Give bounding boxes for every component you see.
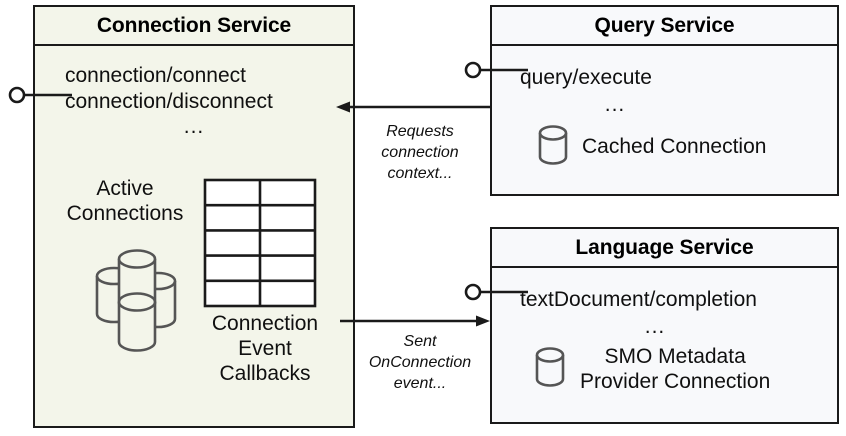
edge-label-requests-connection-context: Requests connection context... [360, 122, 480, 184]
query-service-operation-execute[interactable]: query/execute [520, 66, 652, 89]
query-service-operations-ellipsis: ... [604, 93, 626, 116]
active-connections-label: Active Connections [45, 176, 205, 226]
component-query-service[interactable]: Query Service query/execute ... Cached C… [490, 5, 839, 196]
component-connection-service[interactable]: Connection Service connection/connect co… [33, 5, 355, 428]
connection-service-operation-connect[interactable]: connection/connect [65, 64, 246, 87]
edge-label-sent-onconnection-event: Sent OnConnection event... [355, 332, 485, 394]
edge-label-2-line2: OnConnection [368, 353, 472, 371]
language-service-resource-label-line2: Provider Connection [580, 370, 771, 394]
language-service-resource: SMO Metadata Provider Connection [534, 344, 770, 394]
query-service-title: Query Service [594, 13, 735, 37]
edge-label-2-line1: Sent [403, 333, 437, 350]
edge-label-1-line2: connection [381, 143, 459, 161]
callbacks-label-line3: Callbacks [219, 362, 311, 386]
query-service-resource-label: Cached Connection [582, 135, 767, 159]
query-service-body: query/execute ... Cached Connection [492, 46, 837, 194]
edge-label-1-line3: context... [387, 164, 453, 182]
active-connections-label-line1: Active [96, 177, 154, 200]
language-service-resource-label-line1: SMO Metadata [604, 345, 746, 368]
language-service-resource-label: SMO Metadata Provider Connection [580, 344, 770, 394]
database-cylinder-icon [534, 346, 566, 393]
query-service-resource: Cached Connection [537, 124, 766, 171]
connection-service-header: Connection Service [35, 7, 353, 46]
edge-query-to-connection[interactable] [336, 101, 490, 113]
callbacks-label-line1: Connection [211, 312, 319, 335]
callbacks-label-line2: Event [238, 337, 292, 361]
database-cylinder-icon [537, 124, 569, 171]
query-service-header: Query Service [492, 7, 837, 46]
database-cluster-icon [77, 246, 195, 361]
edge-label-1-line1: Requests [386, 123, 454, 140]
language-service-header: Language Service [492, 229, 837, 268]
connection-service-title: Connection Service [96, 13, 292, 37]
connection-event-callbacks-label: Connection Event Callbacks [185, 311, 345, 387]
language-service-title: Language Service [575, 235, 754, 259]
connection-service-operations-ellipsis: ... [183, 115, 205, 138]
table-grid-icon [203, 178, 317, 313]
connection-service-operation-disconnect[interactable]: connection/disconnect [65, 90, 273, 113]
language-service-body: textDocument/completion ... SMO Metadata… [492, 268, 837, 422]
connection-service-body: connection/connect connection/disconnect… [35, 46, 353, 426]
active-connections-label-line2: Connections [66, 202, 184, 226]
language-service-operation-completion[interactable]: textDocument/completion [520, 288, 757, 311]
component-language-service[interactable]: Language Service textDocument/completion… [490, 227, 839, 424]
language-service-operations-ellipsis: ... [644, 315, 666, 338]
edge-connection-to-language[interactable] [340, 315, 490, 327]
edge-label-2-line3: event... [393, 374, 447, 392]
